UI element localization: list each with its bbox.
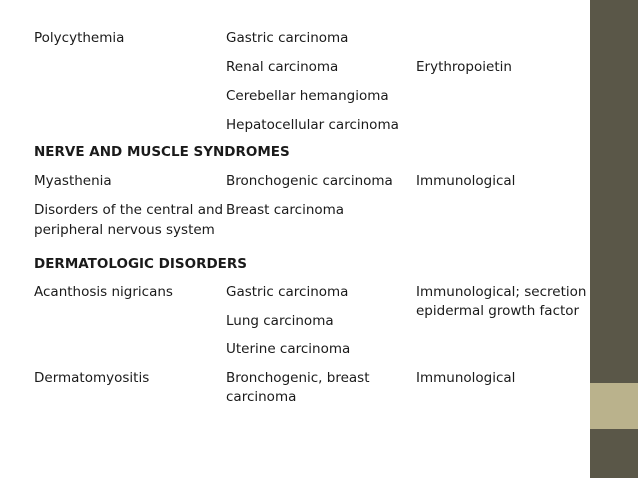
mechanism-erythropoietin: Erythropoietin — [416, 59, 512, 75]
condition-dermatomyositis: Dermatomyositis — [34, 370, 150, 386]
tumor-breast-carcinoma: Breast carcinoma — [226, 202, 345, 218]
tumor-bronchogenic-breast-line2: carcinoma — [226, 389, 297, 405]
tumor-renal-carcinoma: Renal carcinoma — [226, 59, 339, 75]
mechanism-egf-line2: epidermal growth factor — [416, 303, 580, 319]
tumor-lung-carcinoma: Lung carcinoma — [226, 313, 334, 329]
condition-acanthosis-nigricans: Acanthosis nigricans — [34, 284, 173, 300]
section-heading-nerve-muscle: NERVE AND MUSCLE SYNDROMES — [34, 144, 290, 160]
decorative-sidebar-accent — [590, 383, 638, 429]
tumor-gastric-carcinoma: Gastric carcinoma — [226, 30, 349, 46]
tumor-hepatocellular-carcinoma: Hepatocellular carcinoma — [226, 117, 399, 133]
tumor-bronchogenic-breast-line1: Bronchogenic, breast — [226, 370, 370, 386]
mechanism-immunological: Immunological — [416, 173, 516, 189]
mechanism-immunological-2: Immunological — [416, 370, 516, 386]
condition-cns-pns-line2: peripheral nervous system — [34, 222, 215, 238]
condition-cns-pns-line1: Disorders of the central and — [34, 202, 224, 218]
condition-myasthenia: Myasthenia — [34, 173, 112, 189]
tumor-uterine-carcinoma: Uterine carcinoma — [226, 341, 351, 357]
condition-polycythemia: Polycythemia — [34, 30, 125, 46]
tumor-bronchogenic-carcinoma: Bronchogenic carcinoma — [226, 173, 393, 189]
tumor-cerebellar-hemangioma: Cerebellar hemangioma — [226, 88, 389, 104]
tumor-gastric-carcinoma-2: Gastric carcinoma — [226, 284, 349, 300]
mechanism-egf-line1: Immunological; secretion of — [416, 284, 604, 300]
section-heading-dermatologic: DERMATOLOGIC DISORDERS — [34, 256, 248, 272]
